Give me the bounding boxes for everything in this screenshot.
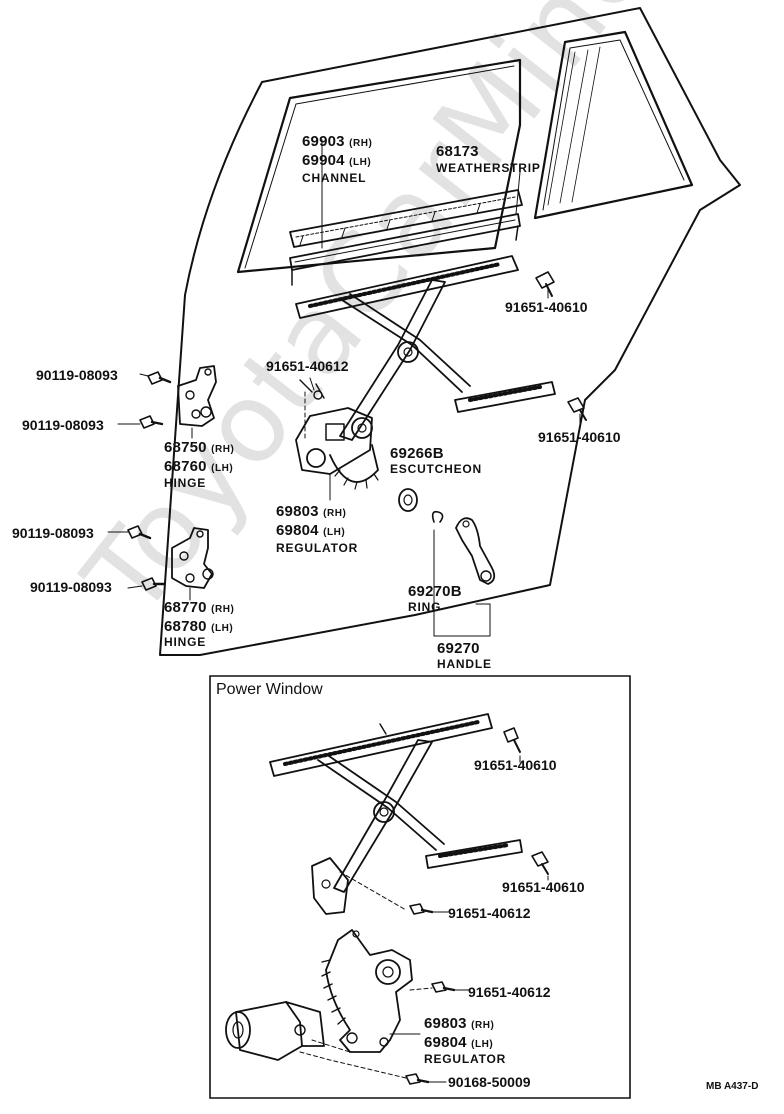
upper-hinge-part-lh: 68760	[164, 458, 207, 475]
handle-name: HANDLE	[437, 657, 492, 671]
channel-part	[290, 214, 520, 285]
door-outline	[160, 8, 740, 655]
upper-hinge-suffix-rh: (RH)	[211, 444, 235, 455]
lower-hinge-label-rh: 68770 (RH)	[164, 600, 234, 616]
power-regulator-label-rh: 69803 (RH)	[424, 1016, 494, 1032]
power-bolt-label-b: 91651-40612	[468, 984, 551, 1000]
bolt-icon	[142, 578, 164, 590]
lower-hinge-suffix-lh: (LH)	[211, 623, 234, 634]
regulator-suffix-lh: (LH)	[323, 527, 346, 538]
power-window-panel	[210, 676, 630, 1098]
handle-part	[456, 518, 494, 584]
regulator-part-lh: 69804	[276, 522, 319, 539]
lower-hinge-part	[172, 528, 213, 588]
regulator-label-rh: 69803 (RH)	[276, 504, 346, 520]
ring-name: RING	[408, 600, 442, 614]
bolt-icon	[532, 852, 548, 874]
power-regulator-label-lh: 69804 (LH)	[424, 1035, 493, 1051]
escutcheon-part-number: 69266B	[390, 445, 444, 462]
regulator-name: REGULATOR	[276, 541, 359, 555]
front-window-frame	[238, 60, 520, 272]
escutcheon-name: ESCUTCHEON	[390, 462, 483, 476]
bolt-label-top-right: 91651-40610	[505, 299, 588, 315]
upper-hinge-name: HINGE	[164, 476, 207, 490]
power-regulator-part-lh: 69804	[424, 1034, 467, 1051]
regulator-label-lh: 69804 (LH)	[276, 523, 345, 539]
ring-part	[433, 512, 443, 522]
hinge-bolt-label-4: 90119-08093	[30, 579, 112, 595]
power-bolt-label-a: 91651-40612	[448, 905, 531, 921]
channel-name: CHANNEL	[302, 171, 367, 185]
bolt-icon	[568, 398, 586, 420]
bolt-icon	[432, 982, 454, 992]
bolt-icon	[128, 526, 150, 538]
power-screw-label: 90168-50009	[448, 1074, 531, 1090]
upper-hinge-label-lh: 68760 (LH)	[164, 459, 233, 475]
channel-suffix-rh: (RH)	[349, 138, 373, 149]
lower-hinge-suffix-rh: (RH)	[211, 604, 235, 615]
bolt-icon	[140, 416, 162, 428]
weatherstrip-part	[290, 190, 522, 247]
bolt-label-regulator: 91651-40612	[266, 358, 349, 374]
upper-hinge-part-rh: 68750	[164, 439, 207, 456]
power-regulator-suffix-lh: (LH)	[471, 1039, 494, 1050]
regulator-suffix-rh: (RH)	[323, 508, 347, 519]
bolt-icon	[410, 904, 432, 914]
upper-hinge-part	[178, 366, 216, 426]
handle-part-number: 69270	[437, 640, 480, 657]
weatherstrip-name: WEATHERSTRIP	[436, 161, 541, 175]
lower-hinge-part-lh: 68780	[164, 618, 207, 635]
channel-label-lh: 69904 (LH)	[302, 153, 371, 169]
bolt-label-mid-right: 91651-40610	[538, 429, 621, 445]
hinge-bolt-label-2: 90119-08093	[22, 417, 104, 433]
power-bolt-label-top: 91651-40610	[474, 757, 557, 773]
power-regulator-name: REGULATOR	[424, 1052, 507, 1066]
power-regulator-part-rh: 69803	[424, 1015, 467, 1032]
hinge-bolt-label-1: 90119-08093	[36, 367, 118, 383]
escutcheon-part	[399, 489, 417, 511]
weatherstrip-part-number: 68173	[436, 143, 479, 160]
power-bolt-label-mid: 91651-40610	[502, 879, 585, 895]
lower-hinge-name: HINGE	[164, 635, 207, 649]
channel-part-rh: 69903	[302, 133, 345, 150]
bolt-icon	[504, 728, 520, 752]
bolt-icon	[536, 272, 554, 296]
upper-hinge-label-rh: 68750 (RH)	[164, 440, 234, 456]
power-regulator-suffix-rh: (RH)	[471, 1020, 495, 1031]
rear-window-frame	[535, 32, 692, 218]
regulator-part-rh: 69803	[276, 503, 319, 520]
lower-hinge-label-lh: 68780 (LH)	[164, 619, 233, 635]
channel-label: 69903 (RH)	[302, 134, 372, 150]
ring-part-number: 69270B	[408, 583, 462, 600]
hinge-bolt-label-3: 90119-08093	[12, 525, 94, 541]
lower-hinge-part-rh: 68770	[164, 599, 207, 616]
channel-suffix-lh: (LH)	[349, 157, 372, 168]
figure-reference: MB A437-D	[706, 1081, 759, 1092]
power-window-title: Power Window	[216, 681, 323, 698]
manual-regulator	[296, 256, 555, 489]
channel-part-lh: 69904	[302, 152, 345, 169]
power-regulator	[226, 714, 522, 1060]
upper-hinge-suffix-lh: (LH)	[211, 463, 234, 474]
bolt-icon	[148, 372, 170, 384]
screw-icon	[406, 1074, 428, 1084]
